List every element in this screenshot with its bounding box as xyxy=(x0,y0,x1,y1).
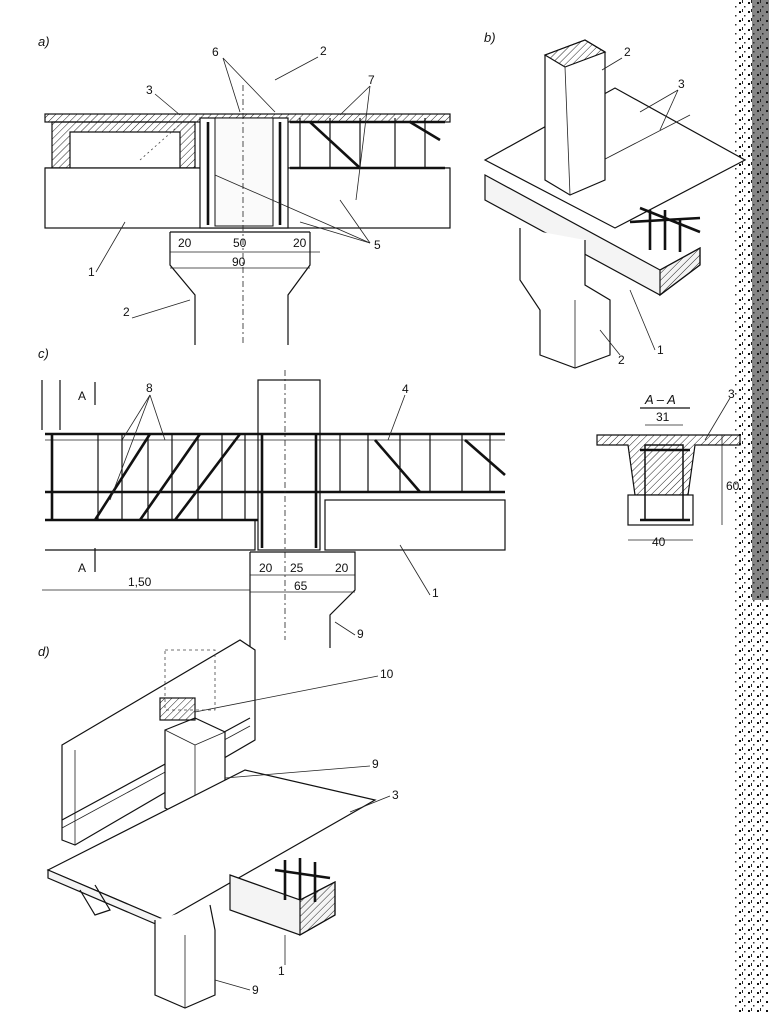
panel-d-label: d) xyxy=(38,644,50,659)
dim-c-65: 65 xyxy=(294,579,308,593)
dim-a-20-right: 20 xyxy=(293,236,307,250)
callout-a-6: 6 xyxy=(212,45,219,59)
dim-a-20-left: 20 xyxy=(178,236,192,250)
callout-c-1: 1 xyxy=(432,586,439,600)
callout-b-1: 1 xyxy=(657,343,664,357)
hollow-slab-left xyxy=(51,121,196,169)
dim-c-25: 25 xyxy=(290,561,304,575)
beam-1-c xyxy=(324,499,506,551)
callout-a-7: 7 xyxy=(368,73,375,87)
callout-d-1: 1 xyxy=(278,964,285,978)
panel-b: b) 2 3 1 2 xyxy=(483,30,747,369)
callout-d-3: 3 xyxy=(392,788,399,802)
callout-c-8: 8 xyxy=(146,381,153,395)
panel-c-label: c) xyxy=(38,346,49,361)
dim-section-60: 60 xyxy=(726,479,740,493)
callout-d-9-lower: 9 xyxy=(252,983,259,997)
section-slab xyxy=(596,434,741,496)
callout-d-9-upper: 9 xyxy=(372,757,379,771)
panel-d: d) 10 9 3 1 xyxy=(38,639,399,1009)
section-a-a: A – A 31 60 40 3 xyxy=(596,387,741,549)
dim-c-20-right: 20 xyxy=(335,561,349,575)
dim-section-40: 40 xyxy=(652,535,666,549)
section-mark-bottom: A xyxy=(78,561,86,575)
column-c xyxy=(257,379,321,551)
callout-a-1: 1 xyxy=(88,265,95,279)
connector-10 xyxy=(159,697,196,721)
section-mark-top: A xyxy=(78,389,86,403)
callout-section-3: 3 xyxy=(728,387,735,401)
dim-c-20-left: 20 xyxy=(259,561,273,575)
scan-edge-shadow xyxy=(752,0,769,600)
callout-d-10: 10 xyxy=(380,667,394,681)
dim-c-150: 1,50 xyxy=(128,575,152,589)
panel-b-label: b) xyxy=(484,30,496,45)
panel-c: c) A A xyxy=(38,346,506,648)
callout-c-9: 9 xyxy=(357,627,364,641)
dim-a-50: 50 xyxy=(233,236,247,250)
section-title: A – A xyxy=(644,392,676,407)
callout-c-4: 4 xyxy=(402,382,409,396)
dim-section-31: 31 xyxy=(656,410,670,424)
callout-b-2-upper: 2 xyxy=(624,45,631,59)
callout-a-2-lower: 2 xyxy=(123,305,130,319)
callout-a-5: 5 xyxy=(374,238,381,252)
panel-a-label: a) xyxy=(38,34,50,49)
callout-b-3: 3 xyxy=(678,77,685,91)
callout-a-2-upper: 2 xyxy=(320,44,327,58)
callout-a-3: 3 xyxy=(146,83,153,97)
panel-a: a) 20 50 20 90 xyxy=(38,34,451,345)
callout-b-2-lower: 2 xyxy=(618,353,625,367)
dim-a-90: 90 xyxy=(232,255,246,269)
